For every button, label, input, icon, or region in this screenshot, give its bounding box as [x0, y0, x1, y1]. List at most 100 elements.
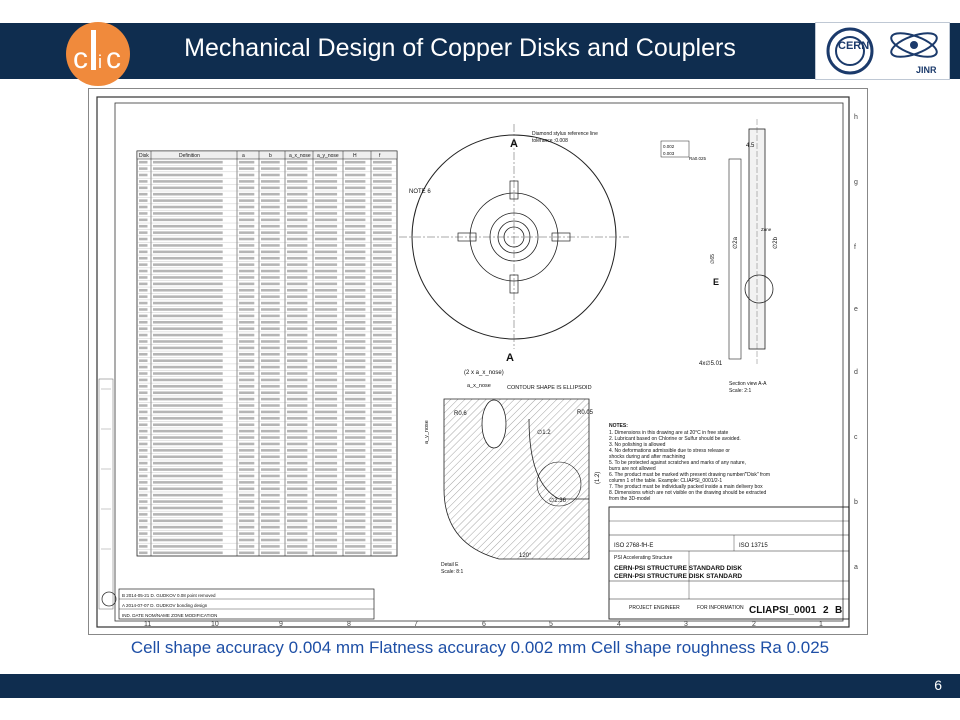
dimension-2a: ∅2a — [732, 236, 739, 249]
table-cell-text — [261, 173, 280, 177]
table-cell-text — [153, 314, 223, 318]
table-cell-text — [153, 359, 223, 362]
table-cell-text — [345, 167, 366, 170]
table-cell-text — [287, 186, 308, 190]
psi-structure-label: PSI Accelerating Structure — [614, 555, 673, 561]
table-cell-text — [153, 333, 223, 337]
table-cell-text — [345, 551, 366, 555]
tolerance-box-b: 0.003 — [663, 151, 675, 156]
drawing-sheet-number: 2 — [823, 605, 829, 616]
table-cell-text — [261, 538, 280, 542]
table-cell-text — [153, 263, 223, 266]
table-cell-text — [373, 461, 392, 465]
table-cell-text — [345, 417, 366, 420]
table-cell-text — [315, 295, 338, 298]
revision-row-b: B 2014-05-21 D. GUDKOV 0.08 point remove… — [122, 593, 216, 598]
table-cell-text — [287, 218, 308, 222]
table-cell-text — [345, 455, 366, 459]
table-cell-text — [287, 481, 308, 484]
table-cell-text — [139, 314, 148, 318]
table-cell-text — [261, 218, 280, 222]
table-cell-text — [261, 513, 280, 516]
table-cell-text — [139, 224, 148, 228]
table-cell-text — [315, 237, 338, 241]
svg-text:d: d — [854, 369, 858, 376]
revision-block: B 2014-05-21 D. GUDKOV 0.08 point remove… — [101, 588, 375, 620]
table-cell-text — [261, 346, 280, 350]
table-cell-text — [287, 269, 308, 273]
table-cell-text — [153, 410, 223, 414]
table-cell-text — [345, 308, 366, 311]
iso-2768-label: ISO 2768-fH-E — [614, 543, 653, 549]
table-cell-text — [139, 244, 148, 247]
table-cell-text — [373, 346, 392, 350]
table-cell-text — [345, 474, 366, 478]
table-cell-text — [315, 391, 338, 394]
dimension-d1-2: ∅1.2 — [537, 429, 551, 436]
table-cell-text — [287, 372, 308, 375]
table-cell-text — [139, 372, 148, 375]
table-cell-text — [239, 551, 255, 555]
table-header-b: b — [269, 153, 272, 159]
detail-e-scale: Scale: 8:1 — [441, 569, 463, 575]
table-cell-text — [153, 205, 223, 209]
table-cell-text — [261, 250, 280, 254]
table-cell-text — [139, 218, 148, 222]
table-cell-text — [345, 244, 366, 247]
disk-parameter-table: Disk Definition a b a_x_nose a_y_nose H … — [136, 150, 398, 557]
table-cell-text — [287, 199, 308, 202]
slide-caption: Cell shape accuracy 0.004 mm Flatness ac… — [130, 638, 830, 657]
table-cell-text — [373, 365, 392, 369]
table-cell-text — [345, 327, 366, 330]
table-cell-text — [239, 186, 255, 190]
slide-title: Mechanical Design of Copper Disks and Co… — [184, 34, 736, 62]
table-cell-text — [287, 551, 308, 555]
svg-text:1: 1 — [819, 621, 823, 628]
table-cell-text — [261, 314, 280, 318]
table-cell-text — [139, 525, 148, 529]
table-cell-text — [139, 186, 148, 190]
table-cell-text — [261, 186, 280, 190]
table-cell-text — [139, 519, 148, 523]
table-cell-text — [287, 295, 308, 298]
detail-e-title: Detail E — [441, 562, 459, 568]
table-cell-text — [261, 231, 280, 234]
table-cell-text — [345, 404, 366, 407]
table-cell-text — [315, 167, 338, 170]
table-cell-text — [345, 218, 366, 222]
table-cell-text — [373, 519, 392, 523]
table-cell-text — [239, 493, 255, 497]
table-cell-text — [345, 545, 366, 548]
table-cell-text — [373, 218, 392, 222]
table-cell-text — [261, 205, 280, 209]
table-cell-text — [261, 340, 280, 343]
drawing-title-line-1: CERN-PSI STRUCTURE STANDARD DISK — [614, 565, 742, 572]
table-cell-text — [139, 353, 148, 356]
project-engineer-stamp: PROJECT ENGINEER — [629, 605, 680, 611]
svg-text:a: a — [854, 564, 858, 571]
table-cell-text — [373, 340, 392, 343]
table-cell-text — [315, 365, 338, 369]
table-cell-text — [153, 365, 223, 369]
table-cell-text — [373, 282, 392, 286]
table-cell-text — [373, 397, 392, 401]
table-cell-text — [315, 327, 338, 330]
table-cell-text — [315, 346, 338, 350]
table-cell-text — [315, 513, 338, 516]
table-cell-text — [315, 442, 338, 446]
table-cell-text — [261, 551, 280, 555]
table-cell-text — [373, 429, 392, 433]
table-cell-text — [287, 519, 308, 523]
table-cell-text — [315, 276, 338, 279]
svg-text:11: 11 — [144, 621, 151, 628]
table-cell-text — [139, 173, 148, 177]
detail-e-marker: E — [713, 277, 719, 287]
revision-row-a: A 2014-07-07 D. GUDKOV bonding design — [122, 603, 208, 608]
table-cell-text — [315, 212, 338, 215]
table-cell-text — [315, 244, 338, 247]
table-cell-text — [373, 199, 392, 202]
diamond-stylus-note: Diamond stylus reference line — [532, 131, 598, 137]
table-cell-text — [261, 237, 280, 241]
table-cell-text — [373, 205, 392, 209]
table-cell-text — [139, 461, 148, 465]
